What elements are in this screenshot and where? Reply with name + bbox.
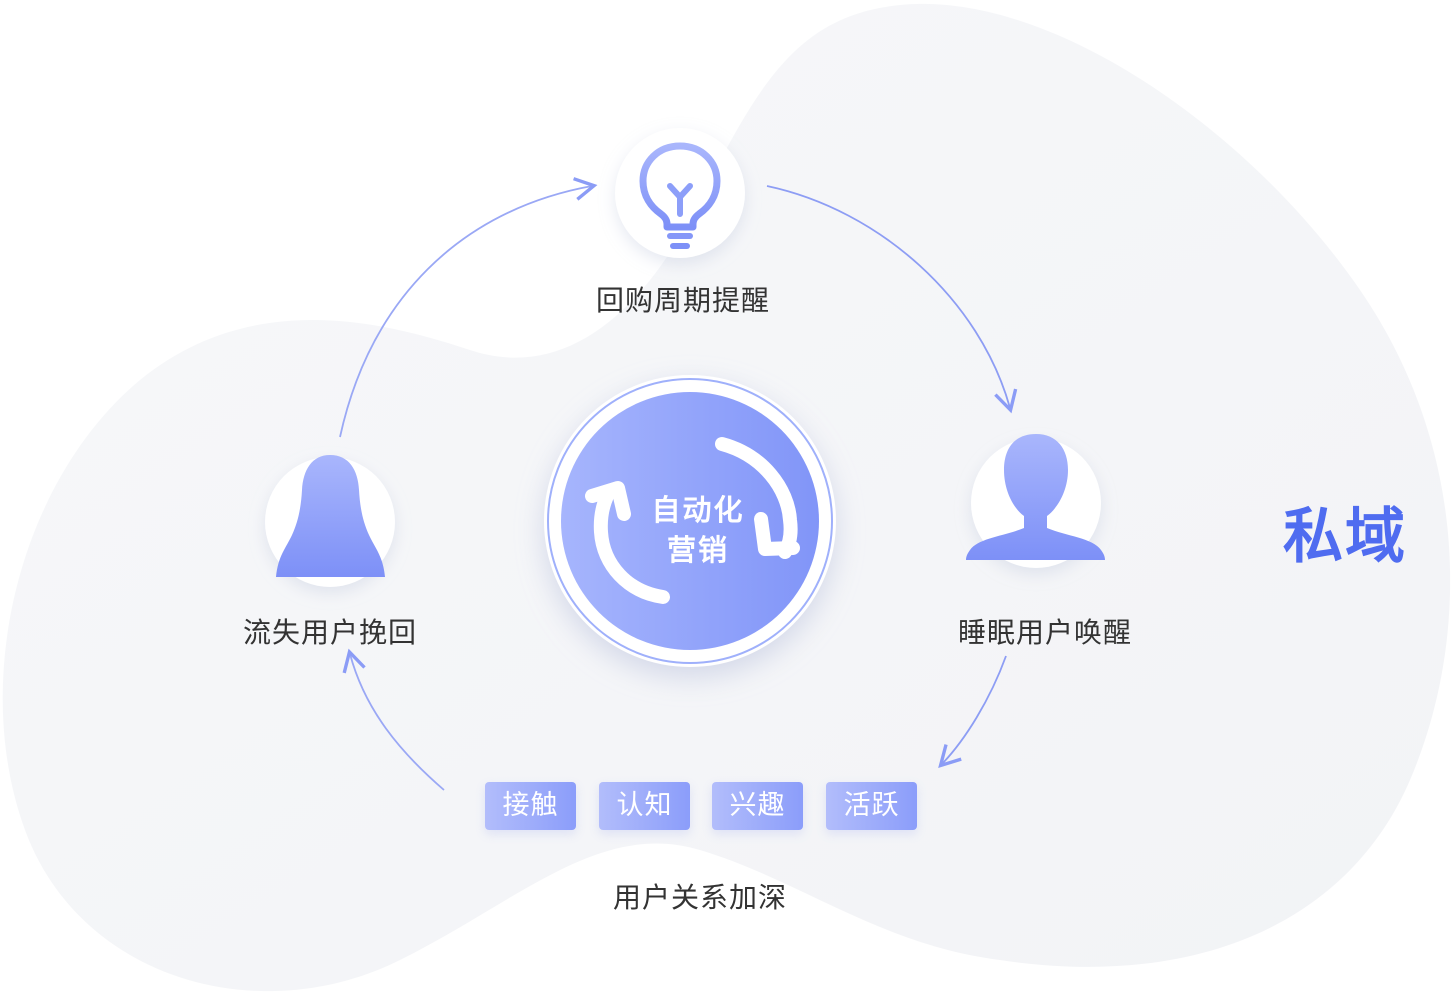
stage-tag-awareness: 认知 — [599, 782, 690, 830]
node-top-label: 回购周期提醒 — [595, 284, 771, 317]
male-user-icon — [966, 434, 1105, 560]
node-right — [966, 434, 1105, 568]
domain-label: 私域 — [1283, 502, 1407, 572]
lightbulb-icon — [639, 142, 721, 249]
node-right-label: 睡眠用户唤醒 — [957, 616, 1133, 649]
core — [544, 375, 836, 667]
stage-tag-interest: 兴趣 — [712, 782, 803, 830]
core-title-line2: 营销 — [666, 533, 730, 567]
female-user-icon — [276, 455, 385, 577]
stage-tag-contact: 接触 — [485, 782, 576, 830]
arrow-left-to-top — [339, 177, 598, 438]
core-border — [547, 378, 833, 664]
stage-tag-active: 活跃 — [826, 782, 917, 830]
node-left-label: 流失用户挽回 — [242, 616, 418, 649]
node-top — [615, 128, 745, 258]
node-bottom-label: 用户关系加深 — [612, 881, 788, 914]
arrow-top-to-right — [766, 185, 1018, 414]
arrow-right-to-bottom — [938, 655, 1007, 769]
refresh-icon — [585, 437, 800, 604]
node-left — [265, 455, 395, 587]
arrow-bottom-to-left — [342, 648, 445, 791]
core-title-line1: 自动化 — [651, 493, 745, 527]
